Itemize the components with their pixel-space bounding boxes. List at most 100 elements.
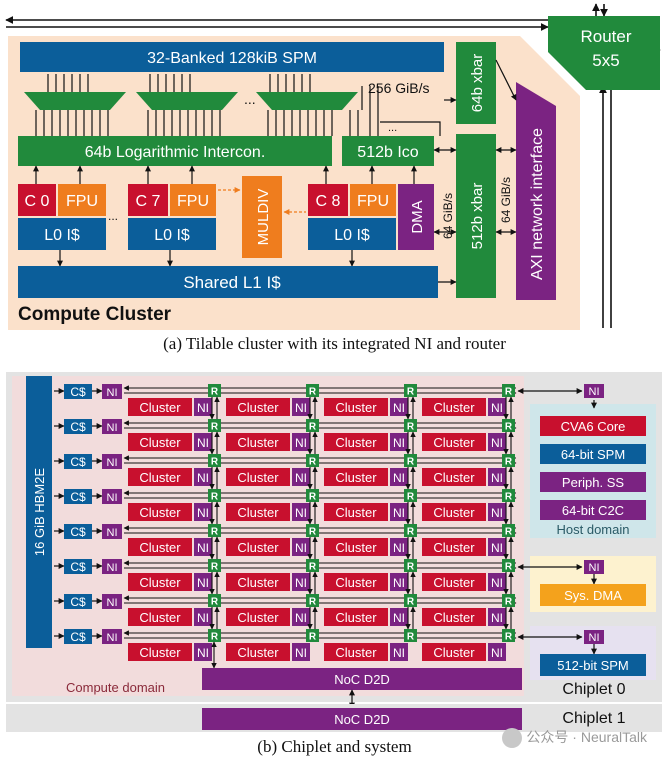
cache-block	[64, 594, 92, 609]
cluster-block	[324, 398, 388, 416]
router-label: R	[309, 632, 317, 643]
ni-block	[102, 419, 122, 434]
periph-ss-block	[540, 472, 646, 492]
spm-mux	[136, 92, 238, 110]
ni-block	[102, 594, 122, 609]
shared-l1-block	[18, 266, 438, 298]
router-block	[502, 524, 515, 537]
spm512-block	[540, 654, 646, 676]
ni-label: NI	[491, 576, 503, 590]
cache-label: C$	[70, 385, 86, 399]
ni-block	[194, 398, 212, 416]
chiplet-1-label: Chiplet 1	[562, 710, 625, 727]
ni-label: NI	[393, 611, 405, 625]
ico-ellipsis: ...	[388, 122, 397, 134]
ni-label: NI	[107, 492, 118, 504]
axi-ni-label: AXI network interface	[529, 128, 546, 280]
l0-cache-8-label: L0 I$	[334, 227, 370, 244]
router-label: R	[309, 562, 317, 573]
ni-label: NI	[107, 632, 118, 644]
router-block	[404, 559, 417, 572]
ni-block	[390, 503, 408, 521]
ni-block	[194, 468, 212, 486]
watermark: 公众号 · NeuralTalk	[502, 727, 647, 749]
ni-label: NI	[393, 541, 405, 555]
cache-label: C$	[70, 560, 86, 574]
spm512-ni-label: NI	[589, 632, 600, 644]
core-7-block	[128, 184, 168, 216]
axi-ni-block	[516, 82, 556, 300]
router-block	[208, 454, 221, 467]
ni-block	[292, 398, 310, 416]
cluster-label: Cluster	[335, 505, 377, 520]
ni-block	[488, 608, 506, 626]
router-label: R	[407, 562, 415, 573]
router-block	[306, 594, 319, 607]
cluster-block	[226, 503, 290, 521]
hbm-block	[26, 376, 52, 648]
cache-block	[64, 629, 92, 644]
ni-block	[194, 643, 212, 661]
compute-domain-background	[12, 376, 524, 696]
mux-ellipsis: ...	[244, 91, 256, 107]
ni-block	[292, 503, 310, 521]
host-ni-label: NI	[589, 386, 600, 398]
ni-block	[102, 454, 122, 469]
ni-label: NI	[491, 611, 503, 625]
cluster-block	[128, 538, 192, 556]
router-label: R	[309, 457, 317, 468]
noc-d2d-0-label: NoC D2D	[334, 672, 390, 687]
cluster-label: Cluster	[139, 400, 181, 415]
router-block	[404, 524, 417, 537]
host-spm-block	[540, 444, 646, 464]
sysdma-label: Sys. DMA	[564, 588, 622, 603]
noc-d2d-1-block	[202, 708, 522, 730]
router-label: R	[407, 527, 415, 538]
cluster-label: Cluster	[139, 470, 181, 485]
cluster-block	[422, 503, 486, 521]
l0-cache-7-block	[128, 218, 216, 250]
router-label: R	[505, 387, 513, 398]
router-block	[306, 559, 319, 572]
cluster-label: Cluster	[237, 470, 279, 485]
router-label: R	[211, 597, 219, 608]
fpu-8-label: FPU	[357, 193, 389, 210]
router-label: R	[505, 632, 513, 643]
xbar512-label: 512b xbar	[469, 183, 486, 250]
cva6-core-block	[540, 416, 646, 436]
ni-block	[488, 573, 506, 591]
router-block	[502, 594, 515, 607]
ni-block	[102, 384, 122, 399]
spm512-label: 512-bit SPM	[557, 658, 629, 673]
router-label: R	[309, 597, 317, 608]
router-label: R	[505, 422, 513, 433]
router-block	[502, 419, 515, 432]
core-7-label: C 7	[136, 193, 161, 210]
sysdma-block	[540, 584, 646, 606]
router-label: R	[407, 597, 415, 608]
cluster-block	[128, 503, 192, 521]
router-label: Router	[580, 27, 631, 46]
host-domain-label: Host domain	[557, 522, 630, 537]
ni-label: NI	[491, 541, 503, 555]
ni-label: NI	[197, 471, 209, 485]
dma-label: DMA	[409, 200, 426, 233]
spm-block	[20, 42, 444, 72]
bandwidth-256-label: 256 GiB/s	[368, 80, 429, 96]
cluster-block	[128, 398, 192, 416]
c2c-block	[540, 500, 646, 520]
router-block	[404, 594, 417, 607]
cluster-label: Cluster	[433, 400, 475, 415]
ni-block	[488, 643, 506, 661]
ni-block	[390, 398, 408, 416]
ni-label: NI	[197, 506, 209, 520]
cluster-block	[226, 433, 290, 451]
chiplet-0-label: Chiplet 0	[562, 681, 625, 698]
spm-label: 32-Banked 128kiB SPM	[147, 50, 317, 67]
ni-label: NI	[491, 401, 503, 415]
router-label: R	[505, 597, 513, 608]
ni-block	[292, 468, 310, 486]
router-block	[208, 629, 221, 642]
cluster-block	[226, 468, 290, 486]
